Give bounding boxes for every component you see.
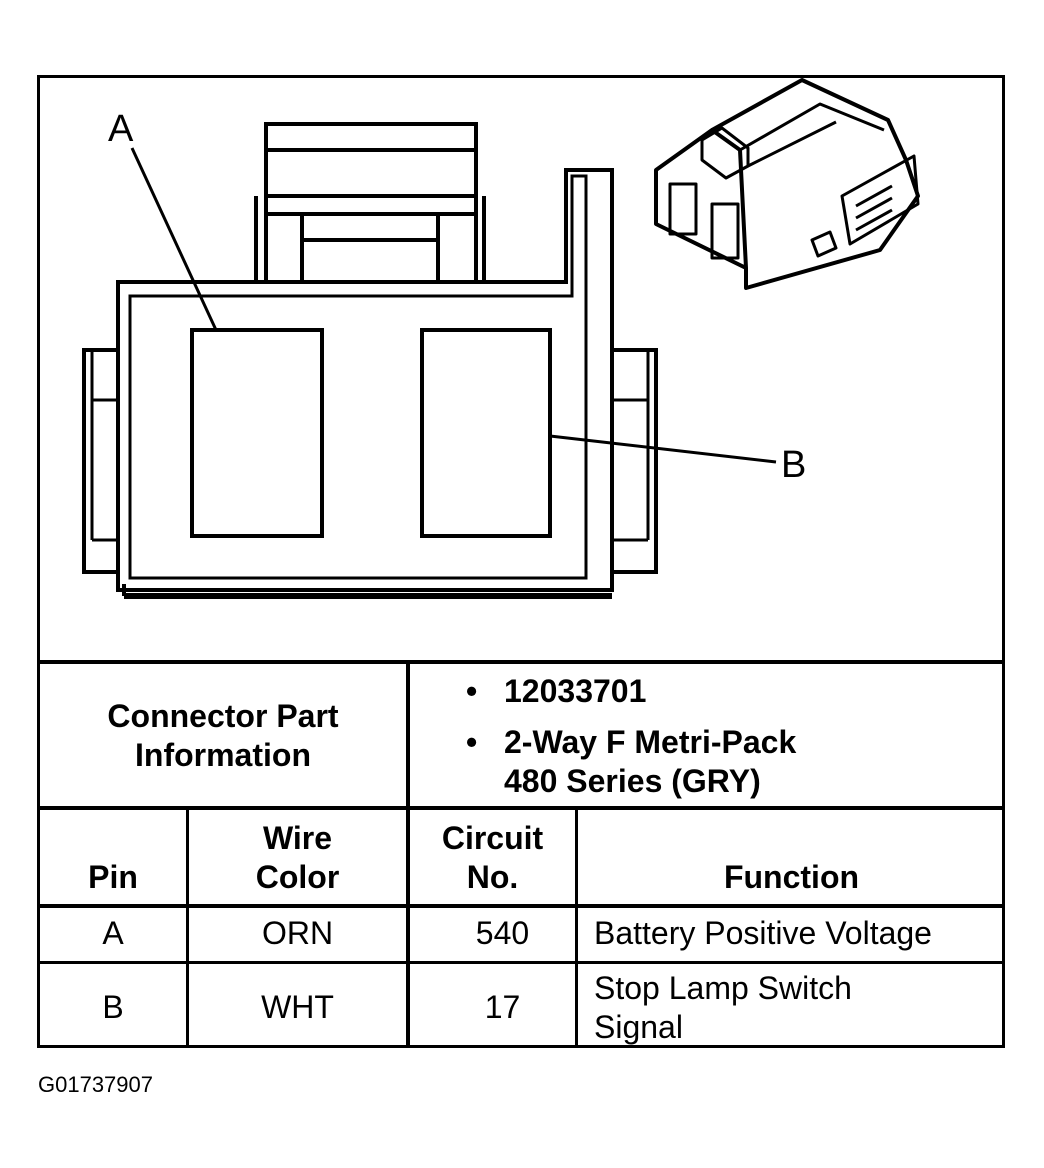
bullet: • — [466, 724, 478, 760]
connector-side-latches — [82, 348, 658, 574]
connector-top-latch — [254, 122, 486, 284]
figure-id: G01737907 — [38, 1072, 153, 1097]
row-b-function-line1: Stop Lamp Switch — [594, 970, 852, 1006]
callout-label-a: A — [108, 108, 134, 150]
connector-info-label-line1: Connector Part — [107, 698, 339, 734]
row-b-pin: B — [102, 989, 124, 1025]
row-a-pin: A — [102, 915, 124, 951]
connector-body — [116, 168, 614, 599]
row-b-wire-color: WHT — [261, 989, 334, 1025]
header-circuit-line2: No. — [466, 859, 519, 895]
leader-line-b — [549, 434, 777, 464]
header-wire-color-line2: Color — [255, 859, 340, 895]
row-b-function: Stop Lamp Switch Signal — [594, 969, 1002, 1047]
row-a-function: Battery Positive Voltage — [594, 914, 1002, 953]
leader-line-a — [130, 147, 218, 331]
row-a-wire-color: ORN — [261, 915, 334, 951]
table-rule-top — [37, 660, 1005, 664]
table-rule-header-bottom — [37, 904, 1005, 908]
part-number: 12033701 — [504, 673, 647, 709]
row-b-circuit: 17 — [484, 989, 521, 1025]
header-function: Function — [723, 859, 860, 895]
table-col-divider-2 — [406, 806, 410, 1048]
row-a-function-line1: Battery Positive Voltage — [594, 915, 932, 951]
table-col-divider-3 — [575, 806, 578, 1048]
description-line2: 480 Series (GRY) — [504, 763, 761, 799]
header-wire-color: Wire Color — [189, 819, 406, 897]
row-b-function-line2: Signal — [594, 1009, 683, 1045]
cavity-a — [190, 328, 324, 538]
description-line1: 2-Way F Metri-Pack — [504, 724, 797, 760]
connector-info-label: Connector Part Information — [40, 697, 406, 775]
connector-isometric-view — [654, 78, 920, 290]
cavity-b — [420, 328, 552, 538]
table-col-divider-1 — [186, 806, 189, 1048]
connector-info-label-line2: Information — [135, 737, 311, 773]
diagram-frame — [37, 75, 1005, 1048]
table-rule-info-bottom — [37, 806, 1005, 810]
header-circuit-line1: Circuit — [441, 820, 544, 856]
connector-info-values: • 12033701 • 2-Way F Metri-Pack 480 Seri… — [466, 672, 996, 801]
table-rule-info-divider — [406, 660, 410, 810]
bullet: • — [466, 673, 478, 709]
header-pin: Pin — [88, 859, 138, 895]
header-wire-color-line1: Wire — [262, 820, 333, 856]
callout-label-b: B — [781, 444, 807, 486]
header-circuit-no: Circuit No. — [410, 819, 575, 897]
table-rule-row1-bottom — [37, 961, 1005, 964]
connector-drawing — [82, 78, 920, 599]
description-item: • 2-Way F Metri-Pack 480 Series (GRY) — [466, 723, 996, 801]
part-number-item: • 12033701 — [466, 672, 996, 711]
row-a-circuit: 540 — [475, 915, 530, 951]
